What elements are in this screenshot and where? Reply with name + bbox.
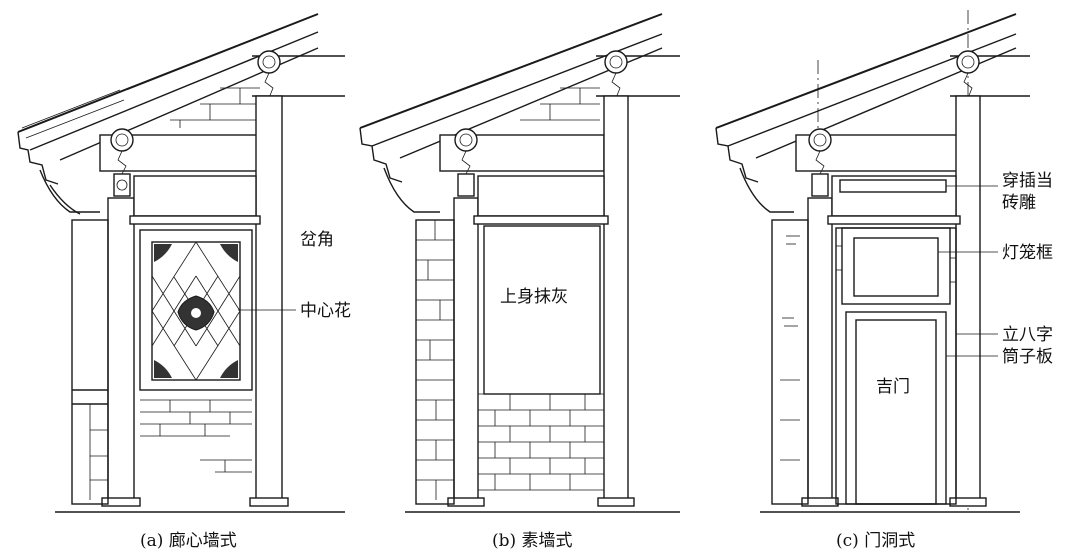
panel-a-corridor-wall	[17, 13, 345, 513]
label-door: 吉门	[876, 377, 910, 397]
caption-c: (c) 门洞式	[836, 531, 915, 551]
caption-b: (b) 素墙式	[492, 531, 573, 551]
label-corner: 岔角	[300, 230, 334, 250]
label-brick-carving-line2: 砖雕	[1002, 193, 1036, 213]
label-brick-carving-line1: 穿插当	[1002, 171, 1053, 191]
panel-b-plain-wall	[359, 13, 680, 513]
caption-a: (a) 廊心墙式	[140, 531, 237, 551]
label-plaster-body: 上身抹灰	[500, 287, 568, 307]
panel-c-doorway-wall	[715, 10, 1030, 513]
label-center-flower: 中心花	[300, 301, 351, 321]
label-tube-board: 筒子板	[1002, 347, 1053, 367]
label-li-ba-zi: 立八字	[1002, 325, 1053, 345]
label-lantern-frame: 灯笼框	[1002, 243, 1053, 263]
